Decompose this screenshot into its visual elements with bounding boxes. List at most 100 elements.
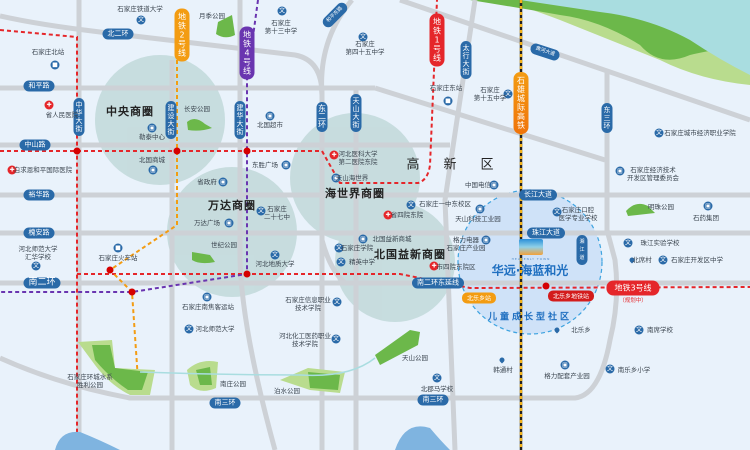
- district-central: 中央商圈: [106, 105, 154, 118]
- poi-label-dongzhan[interactable]: 石家庄东站: [429, 84, 463, 92]
- poi-label-dizhi[interactable]: 河北地质大学: [255, 260, 295, 268]
- poi-label-huihua[interactable]: 河北师范大学 汇华学校: [18, 245, 58, 261]
- poi-label-beixi[interactable]: 北席村: [632, 256, 652, 264]
- poi-label-dianxin[interactable]: 中国电信: [465, 181, 491, 189]
- hsr-badge[interactable]: 石雄城际高铁: [513, 72, 529, 134]
- road-label-nan-san-huan-east: 南三环: [417, 394, 449, 406]
- road-label-jianhua: 建华大街: [234, 101, 246, 139]
- poi-label-tianshan-kj[interactable]: 天山科技工业园: [455, 215, 501, 223]
- poi-label-shengli[interactable]: 石家庄环城水系 胜利公园: [67, 373, 113, 389]
- station-beilexiang-metro[interactable]: 北乐乡地铁站: [547, 290, 595, 302]
- poi-label-tianshan-gy[interactable]: 天山公园: [402, 354, 428, 362]
- school-icon: 文: [184, 324, 194, 334]
- metro-line2-badge[interactable]: 地铁2号线: [174, 8, 190, 62]
- poi-label-s13[interactable]: 石家庄 第十三中学: [264, 19, 298, 35]
- poi-label-yizhong[interactable]: 石家庄一中东校区: [419, 200, 471, 208]
- road-label-dong-er-huan: 东二环: [316, 102, 328, 132]
- road-label-nan-er-huan-east: 南二环东延线: [412, 277, 464, 289]
- building-icon: ▣: [481, 235, 491, 245]
- poi-label-mingzhu[interactable]: 明珠公园: [648, 203, 674, 211]
- central-circle: [95, 55, 225, 185]
- building-icon: ▣: [475, 204, 485, 214]
- road-label-tianshan: 天山大街: [350, 94, 362, 132]
- poi-label-nanjiao[interactable]: 石家庄南焦客运站: [182, 303, 234, 311]
- building-icon: ▣: [331, 173, 341, 183]
- poi-label-siyuan[interactable]: 省四院东院: [390, 211, 424, 219]
- poi-label-chengshi[interactable]: 石家庄城市经济职业学院: [664, 129, 736, 137]
- poi-label-huochezhan[interactable]: 石家庄火车站: [98, 254, 138, 262]
- district-wanda: 万达商圈: [208, 199, 256, 212]
- school-icon: 文: [605, 364, 615, 374]
- metro-line1-badge[interactable]: 地铁1号线: [429, 13, 445, 67]
- road-label-zhongshan: 中山路: [19, 139, 51, 151]
- school-icon: 文: [270, 250, 280, 260]
- station-icon: ■: [50, 60, 60, 70]
- poi-label-kouqiang[interactable]: 石家庄口腔 医学专业学校: [558, 206, 598, 222]
- poi-label-yike[interactable]: 河北医科大学 第二医院东院: [338, 150, 378, 166]
- building-icon: ▣: [265, 111, 275, 121]
- poi-label-beiguo-cs[interactable]: 北国超市: [257, 121, 283, 129]
- school-icon: 文: [658, 255, 668, 265]
- poi-label-shiji[interactable]: 世纪公园: [211, 241, 237, 249]
- poi-label-shisi[interactable]: 市四院东院区: [436, 263, 476, 271]
- school-icon: 文: [334, 243, 344, 253]
- school-icon: 文: [552, 207, 562, 217]
- poi-label-kfq-zx[interactable]: 石家庄开发区中学: [671, 256, 723, 264]
- poi-label-beile[interactable]: 北乐乡: [571, 326, 591, 334]
- school-icon: 文: [256, 206, 266, 216]
- poi-label-shengzf[interactable]: 省政府: [197, 178, 217, 186]
- poi-label-beiguo-sc[interactable]: 北国商城: [139, 156, 165, 164]
- poi-label-zhujiang-sy[interactable]: 珠江实验学校: [640, 239, 680, 247]
- poi-label-beijunma[interactable]: 北郡马学校: [420, 385, 454, 393]
- poi-label-s15[interactable]: 石家庄 第十五中学: [473, 86, 507, 102]
- poi-label-sjz-xy[interactable]: 石家庄学院: [340, 244, 374, 252]
- poi-label-geli[interactable]: 格力电器 石家庄产业园: [446, 236, 486, 252]
- station-icon: ■: [113, 243, 123, 253]
- poi-label-wanda-gc[interactable]: 万达广场: [194, 219, 220, 227]
- district-gaoxin: 高新区: [406, 157, 518, 173]
- station-beilexiang[interactable]: 北乐乡站: [461, 292, 497, 304]
- poi-label-tiedao[interactable]: 石家庄铁道大学: [117, 5, 163, 13]
- school-icon: 文: [503, 89, 513, 99]
- poi-label-shiyao[interactable]: 石药集团: [693, 214, 719, 222]
- poi-label-shengrenmin[interactable]: 省人民医院: [45, 111, 79, 119]
- poi-label-huagong[interactable]: 河北化工医药职业 技术学院: [279, 332, 331, 348]
- building-icon: ▣: [615, 166, 625, 176]
- poi-label-xinxi[interactable]: 石家庄信息职业 技术学院: [285, 296, 331, 312]
- metro-line4-badge[interactable]: 地铁4号线: [239, 26, 255, 80]
- building-icon: ▣: [281, 160, 291, 170]
- project-logo: [519, 239, 543, 255]
- poi-label-yueji[interactable]: 月季公园: [199, 12, 225, 20]
- poi-label-nanzhuang[interactable]: 南庄公园: [220, 380, 246, 388]
- poi-label-bqe[interactable]: 白求恩和平国际医院: [13, 166, 73, 174]
- poi-label-letai[interactable]: 勒泰中心: [139, 133, 165, 141]
- poi-label-s45[interactable]: 石家庄 第四十五中学: [345, 40, 385, 56]
- poi-label-s27[interactable]: 石家庄 二十七中: [264, 205, 290, 221]
- metro-line3-badge[interactable]: 地铁3号线: [606, 280, 660, 296]
- project-name[interactable]: 华远·海蓝和光: [491, 263, 569, 278]
- poi-label-hantong[interactable]: 韩通村: [493, 366, 513, 374]
- poi-label-bgyx-sc[interactable]: 北国益新商城: [372, 235, 412, 243]
- poi-label-nanlexiang[interactable]: 南乐乡小学: [617, 366, 651, 374]
- road-label-zhonghua: 中华大街: [73, 98, 85, 136]
- station-icon: ■: [443, 96, 453, 106]
- road-label-circle-vertical: 湘江道: [576, 235, 588, 265]
- school-icon: 文: [277, 6, 287, 16]
- building-icon: ▣: [148, 165, 158, 175]
- metro-stations: [73, 147, 550, 296]
- poi-label-beizhan[interactable]: 石家庄北站: [31, 48, 65, 56]
- poi-label-dongsheng[interactable]: 东胜广场: [252, 161, 278, 169]
- road-label-dong-san-huan: 东三环: [601, 103, 613, 133]
- building-icon: ▣: [147, 123, 157, 133]
- poi-label-changan[interactable]: 长安公园: [184, 105, 210, 113]
- school-icon: 文: [406, 200, 416, 210]
- poi-label-geli-pt[interactable]: 格力配套产业园: [544, 372, 590, 380]
- poi-label-boshui[interactable]: 泊水公园: [274, 387, 300, 395]
- school-icon: 文: [654, 128, 664, 138]
- poi-label-tshsj[interactable]: 天山海世界: [335, 174, 369, 182]
- poi-label-jingying[interactable]: 精英中学: [349, 258, 375, 266]
- poi-label-shida[interactable]: 河北师范大学: [195, 325, 235, 333]
- poi-label-nanxi[interactable]: 南席学校: [647, 326, 673, 334]
- poi-label-kaifaqu[interactable]: 石家庄经济技术 开发区管理委员会: [627, 166, 679, 182]
